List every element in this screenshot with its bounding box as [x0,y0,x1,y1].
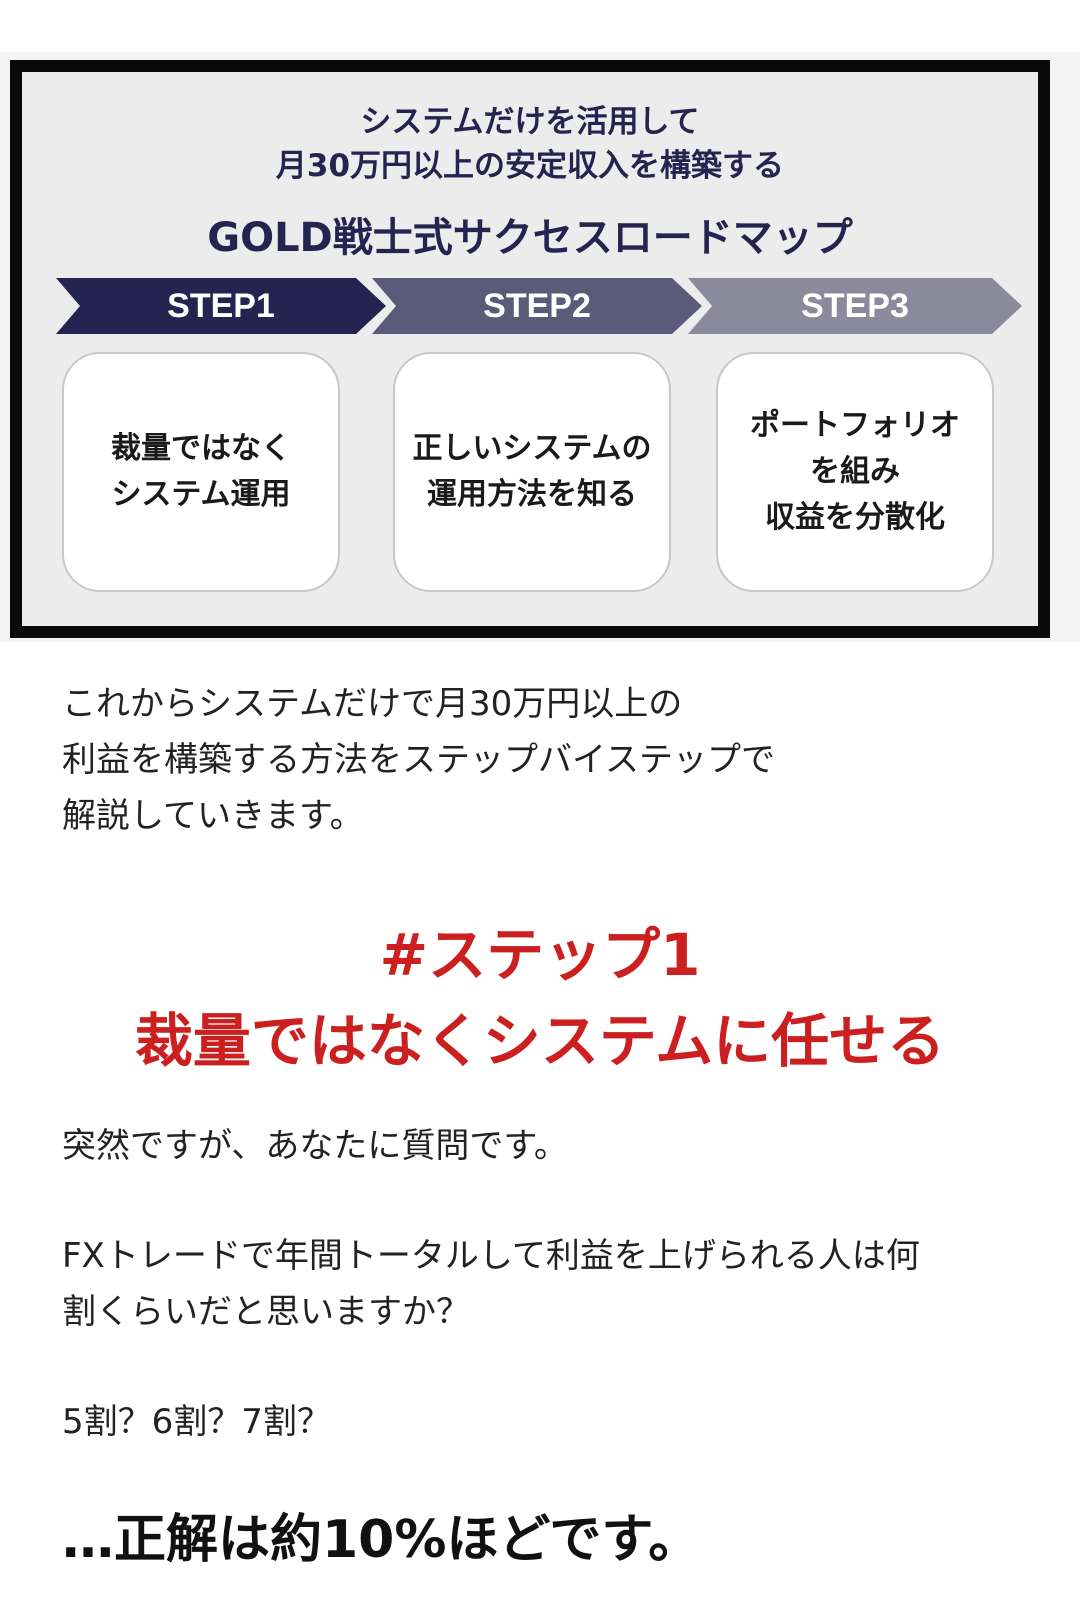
fx-question-line1: FXトレードで年間トータルして利益を上げられる人は何 [62,1236,920,1276]
step2-arrow: STEP2 [372,278,702,334]
guess-text: 5割？6割？7割？ [62,1402,331,1442]
step1-arrow: STEP1 [56,278,386,334]
step1-heading-line2: 裁量ではなくシステムに任せる [134,1007,946,1075]
step1-label: STEP1 [167,287,275,325]
step3-card: ポートフォリオ を組み 収益を分散化 [716,352,994,592]
step1-heading-line1: #ステップ1 [379,921,701,989]
step2-label: STEP2 [483,287,591,325]
step-arrows: STEP1 STEP2 STEP3 [56,278,1022,334]
step3-label: STEP3 [801,287,909,325]
step-cards: 裁量ではなく システム運用 正しいシステムの 運用方法を知る ポートフォリオ を… [62,352,1002,592]
step1-heading: #ステップ1 裁量ではなくシステムに任せる [0,912,1080,1084]
intro-line2: 利益を構築する方法をステップバイステップで [62,740,775,780]
roadmap-headline-line2: 月30万円以上の安定収入を構築する [275,148,785,184]
step1-card-text: 裁量ではなく システム運用 [111,431,291,512]
roadmap-title: GOLD戦士式サクセスロードマップ [207,215,853,261]
step2-card: 正しいシステムの 運用方法を知る [393,352,671,592]
answer-text: …正解は約10%ほどです。 [62,1510,701,1570]
intro-line1: これからシステムだけで月30万円以上の [62,684,683,724]
roadmap-headline-line1: システムだけを活用して [360,104,700,140]
roadmap-banner: システムだけを活用して 月30万円以上の安定収入を構築する GOLD戦士式サクセ… [10,60,1050,638]
step3-arrow-shape [688,278,1022,334]
fx-question-line2: 割くらいだと思いますか？ [62,1292,470,1332]
roadmap-headline: システムだけを活用して 月30万円以上の安定収入を構築する [22,100,1038,188]
step3-card-text: ポートフォリオ を組み 収益を分散化 [750,408,960,535]
step2-arrow-shape [372,278,702,334]
step1-arrow-shape [56,278,386,334]
step1-card: 裁量ではなく システム運用 [62,352,340,592]
step2-card-text: 正しいシステムの 運用方法を知る [412,431,652,512]
intro-line3: 解説していきます。 [62,796,364,836]
question-text: 突然ですが、あなたに質問です。 [62,1126,568,1166]
step3-arrow: STEP3 [688,278,1022,334]
